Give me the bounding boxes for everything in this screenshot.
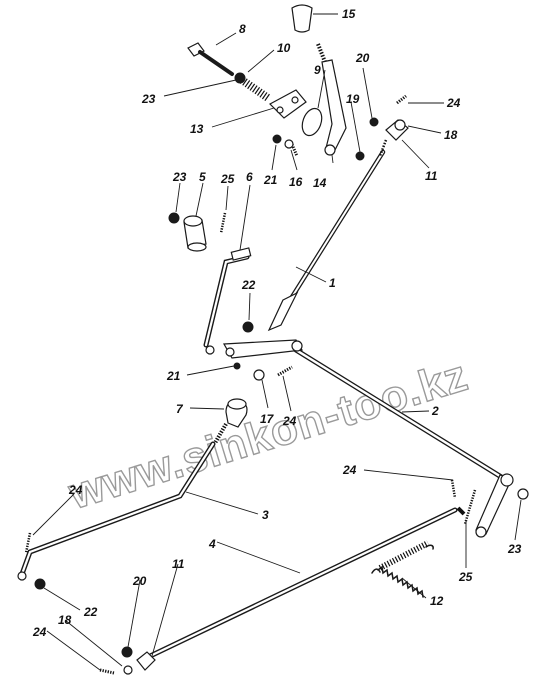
label-24d: 24 [68, 483, 83, 497]
label-9: 9 [314, 63, 321, 77]
label-12: 12 [430, 594, 444, 608]
label-20a: 20 [355, 51, 370, 65]
right-lever [475, 473, 529, 538]
rod-1 [267, 139, 388, 332]
label-5: 5 [199, 170, 206, 184]
spring-12 [371, 540, 434, 598]
label-22a: 22 [241, 278, 256, 292]
leader-lines [32, 13, 522, 671]
cap-15 [291, 4, 313, 33]
label-23a: 23 [141, 92, 156, 106]
bracket-13 [269, 89, 307, 119]
knob-7 [213, 398, 248, 445]
small-fasteners [24, 134, 477, 675]
label-24b: 24 [282, 414, 297, 428]
label-25a: 25 [220, 172, 235, 186]
bushing-5 [183, 215, 207, 252]
rod-3 [17, 441, 216, 581]
label-21a: 21 [263, 173, 278, 187]
label-15: 15 [342, 7, 356, 21]
lever-14 [316, 43, 347, 156]
bolt-8-assembly [187, 42, 271, 102]
lever-bracket [222, 339, 303, 370]
label-7: 7 [176, 402, 184, 416]
label-20b: 20 [132, 574, 147, 588]
label-8: 8 [239, 22, 246, 36]
rod-2 [293, 347, 506, 481]
label-11a: 11 [425, 169, 438, 183]
label-14: 14 [313, 176, 327, 190]
label-18a: 18 [444, 128, 458, 142]
label-25b: 25 [458, 570, 473, 584]
label-6: 6 [246, 170, 253, 184]
label-23c: 23 [507, 542, 522, 556]
label-13: 13 [190, 122, 204, 136]
label-16: 16 [289, 175, 303, 189]
label-11b: 11 [172, 557, 185, 571]
label-21b: 21 [166, 369, 181, 383]
label-19: 19 [346, 92, 360, 106]
label-17: 17 [260, 412, 275, 426]
rod-6 [203, 247, 252, 355]
label-18b: 18 [58, 613, 72, 627]
label-1: 1 [329, 276, 336, 290]
watermark-text: www.sinkon-too.kz [63, 351, 474, 519]
label-24c: 24 [342, 463, 357, 477]
label-10: 10 [277, 41, 291, 55]
label-24e: 24 [32, 625, 47, 639]
disk-9 [301, 107, 323, 137]
label-2: 2 [431, 404, 439, 418]
part-labels: 15 8 10 23 9 13 20 19 24 18 11 21 16 14 … [32, 7, 522, 639]
watermark: www.sinkon-too.kz [62, 350, 474, 520]
label-22b: 22 [83, 605, 98, 619]
label-4: 4 [208, 537, 216, 551]
label-3: 3 [262, 508, 269, 522]
label-23b: 23 [172, 170, 187, 184]
label-24a: 24 [446, 96, 461, 110]
rod-4 [143, 507, 458, 661]
